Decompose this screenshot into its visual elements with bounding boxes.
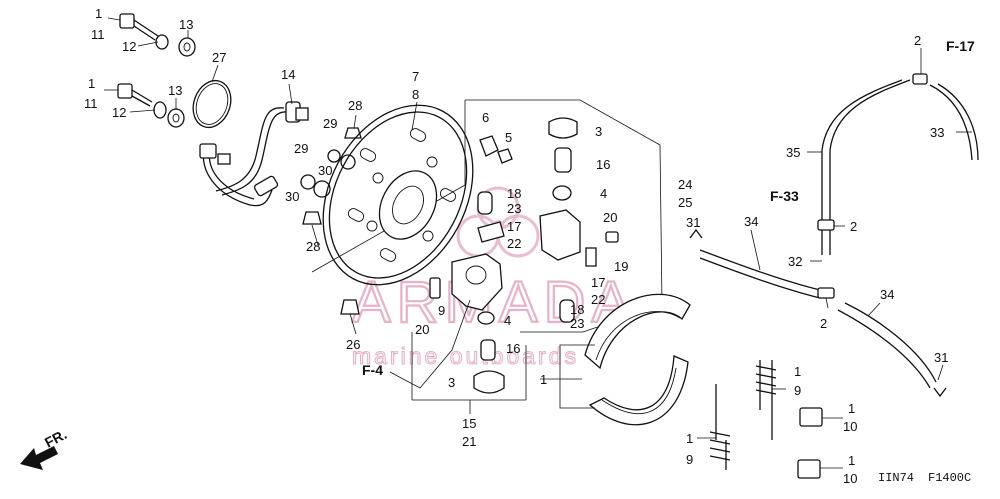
label-23: 23 xyxy=(507,201,521,216)
label-31: 31 xyxy=(686,215,700,230)
label-25: 25 xyxy=(678,195,692,210)
watermark-subtitle: marine outboards xyxy=(352,343,579,369)
washer-nut-stack xyxy=(300,127,362,225)
label-1: 1 xyxy=(848,401,855,416)
label-14: 14 xyxy=(281,67,295,82)
label-17: 17 xyxy=(591,275,605,290)
label-30: 30 xyxy=(318,163,332,178)
label-4: 4 xyxy=(600,186,607,201)
label-5: 5 xyxy=(505,130,512,145)
cylinder-parts xyxy=(477,117,619,323)
label-28: 28 xyxy=(348,98,362,113)
label-29: 29 xyxy=(294,141,308,156)
label-13: 13 xyxy=(168,83,182,98)
label-13: 13 xyxy=(179,17,193,32)
label-9: 9 xyxy=(438,303,445,318)
label-29: 29 xyxy=(323,116,337,131)
brake-backing-plate xyxy=(322,104,474,286)
label-1: 1 xyxy=(540,372,547,387)
o-ring-seal xyxy=(192,79,232,129)
bleeder-bolt-lower xyxy=(117,83,185,128)
label-11: 11 xyxy=(84,96,98,111)
label-20: 20 xyxy=(415,322,429,337)
label-32: 32 xyxy=(788,254,802,269)
label-34: 34 xyxy=(880,287,894,302)
brake-shoe-upper xyxy=(584,293,691,370)
label-1: 1 xyxy=(95,6,102,21)
label-12: 12 xyxy=(122,39,136,54)
label-15: 15 xyxy=(462,416,476,431)
label-9: 9 xyxy=(794,383,801,398)
label-16: 16 xyxy=(596,157,610,172)
label-30: 30 xyxy=(285,189,299,204)
brake-hose-34-upper xyxy=(699,249,821,299)
label-34: 34 xyxy=(744,214,758,229)
label-7: 7 xyxy=(412,69,419,84)
label-22: 22 xyxy=(507,236,521,251)
label-2: 2 xyxy=(820,316,827,331)
label-24: 24 xyxy=(678,177,692,192)
label-16: 16 xyxy=(506,341,520,356)
hose-clamps xyxy=(689,73,947,398)
ref-label-f4: F-4 xyxy=(362,362,383,378)
diagram-code-left: IIN74 xyxy=(878,471,914,485)
label-4: 4 xyxy=(504,313,511,328)
label-10: 10 xyxy=(843,471,857,486)
return-spring-tall xyxy=(755,360,777,440)
label-2: 2 xyxy=(914,33,921,48)
brake-pipe-33 xyxy=(929,83,979,161)
diagram-code-right: F1400C xyxy=(928,471,971,485)
leader-lines xyxy=(104,17,972,469)
label-18: 18 xyxy=(507,186,521,201)
label-18: 18 xyxy=(570,302,584,317)
front-direction-arrow-icon xyxy=(20,446,58,470)
spring-clip-upper xyxy=(799,407,823,427)
bleeder-bolt-upper xyxy=(119,13,196,57)
label-3: 3 xyxy=(448,375,455,390)
label-27: 27 xyxy=(212,50,226,65)
label-33: 33 xyxy=(930,125,944,140)
label-12: 12 xyxy=(112,105,126,120)
label-1: 1 xyxy=(848,453,855,468)
label-19: 19 xyxy=(614,259,628,274)
label-20: 20 xyxy=(603,210,617,225)
label-3: 3 xyxy=(595,124,602,139)
label-28: 28 xyxy=(306,239,320,254)
label-21: 21 xyxy=(462,434,476,449)
ref-label-f17: F-17 xyxy=(946,38,975,54)
front-direction-label: FR. xyxy=(42,426,69,451)
label-8: 8 xyxy=(412,87,419,102)
label-31: 31 xyxy=(934,350,948,365)
shoe-bracket-leader xyxy=(559,344,595,409)
label-6: 6 xyxy=(482,110,489,125)
label-23: 23 xyxy=(570,316,584,331)
return-spring-long xyxy=(709,384,731,470)
ref-label-f33: F-33 xyxy=(770,188,799,204)
label-22: 22 xyxy=(591,292,605,307)
group-outline-right xyxy=(465,99,663,333)
brake-hose-34-lower xyxy=(837,302,937,389)
label-26: 26 xyxy=(346,337,360,352)
brake-hose-sensor xyxy=(199,101,309,207)
label-11: 11 xyxy=(91,27,105,42)
label-1: 1 xyxy=(686,431,693,446)
brake-shoe-lower xyxy=(588,355,689,426)
spring-clip-lower xyxy=(797,459,821,479)
label-1: 1 xyxy=(794,364,801,379)
label-2: 2 xyxy=(850,219,857,234)
label-10: 10 xyxy=(843,419,857,434)
brake-pipe-35 xyxy=(821,79,911,255)
label-17: 17 xyxy=(507,219,521,234)
label-1: 1 xyxy=(88,76,95,91)
label-9: 9 xyxy=(686,452,693,467)
caliper-body xyxy=(340,253,505,394)
label-35: 35 xyxy=(786,145,800,160)
